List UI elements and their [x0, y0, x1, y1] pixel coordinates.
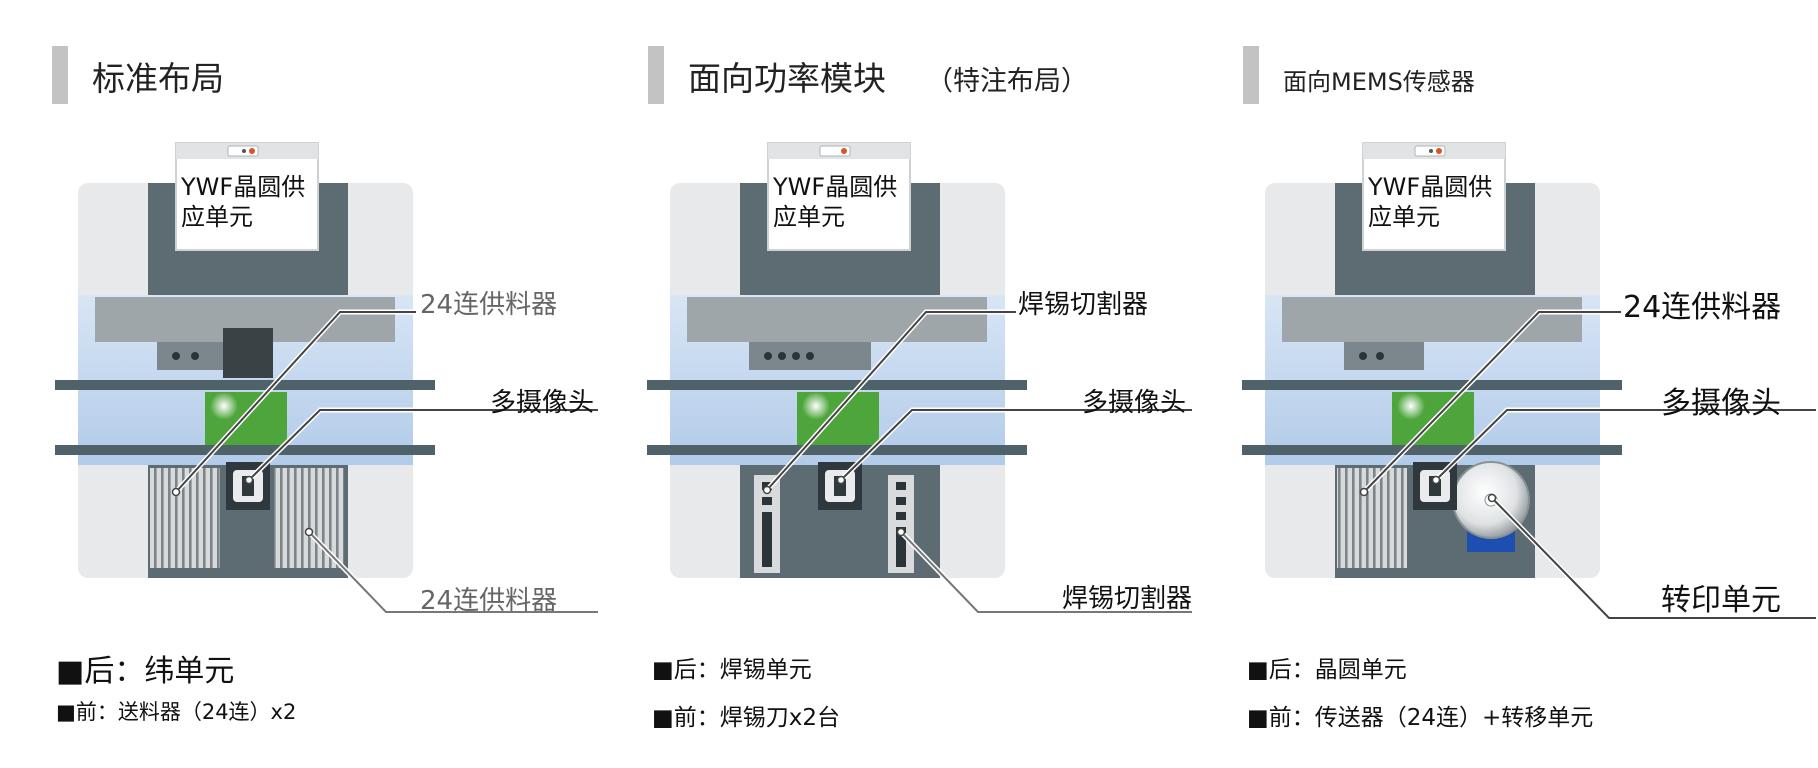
rail-lower — [1242, 445, 1622, 455]
callout-multi-camera: 多摄像头 — [490, 388, 595, 418]
title-bar-accent — [648, 46, 664, 104]
panel-power-module: 面向功率模块（特注布局） — [596, 0, 1196, 768]
machine-diagram — [1242, 142, 1816, 621]
callout-feeder-upper: 24连供料器 — [1623, 290, 1782, 325]
note-front: ■前：传送器（24连）+转移单元 — [1247, 705, 1594, 731]
supply-unit-label: YWF晶圆供 应单元 — [181, 173, 306, 231]
machine-diagram — [55, 142, 598, 615]
callout-solder-cutter-upper: 焊锡切割器 — [1018, 290, 1149, 320]
panel-title: 面向功率模块（特注布局） — [688, 59, 1088, 98]
note-front: ■前：焊锡刀x2台 — [652, 705, 840, 731]
panel-standard-layout: 标准布局 — [0, 0, 600, 768]
head-block — [223, 328, 273, 378]
rail-lower — [647, 445, 1027, 455]
rail-lower — [55, 445, 435, 455]
upper-beam — [1282, 297, 1582, 342]
upper-beam — [687, 297, 987, 342]
callout-feeder-upper: 24连供料器 — [420, 290, 558, 320]
panel-title: 标准布局 — [92, 59, 224, 98]
callout-feeder-lower: 24连供料器 — [420, 586, 558, 616]
title-bar-accent — [1243, 46, 1259, 104]
panel-title: 面向MEMS传感器 — [1283, 68, 1475, 96]
rail-upper — [647, 380, 1027, 390]
rail-upper — [1242, 380, 1622, 390]
note-rear: ■后：晶圆单元 — [1247, 657, 1407, 683]
callout-solder-cutter-lower: 焊锡切割器 — [1062, 584, 1193, 614]
note-front: ■前：送料器（24连）x2 — [56, 700, 297, 724]
note-rear: ■后：纬单元 — [56, 654, 235, 689]
note-rear: ■后：焊锡单元 — [652, 657, 812, 683]
supply-unit-label: YWF晶圆供 应单元 — [1368, 173, 1493, 231]
title-bar-accent — [52, 46, 68, 104]
supply-unit-box — [767, 142, 911, 251]
feeder-right — [274, 468, 344, 568]
callout-transfer-unit: 转印单元 — [1661, 583, 1781, 618]
rail-upper — [55, 380, 435, 390]
machine-diagram — [647, 142, 1192, 615]
supply-unit-label: YWF晶圆供 应单元 — [773, 173, 898, 231]
callout-multi-camera: 多摄像头 — [1661, 386, 1781, 421]
supply-unit-box — [1362, 142, 1506, 251]
supply-unit-box — [175, 142, 319, 251]
panel-mems-sensor: 面向MEMS传感器 — [1191, 0, 1816, 768]
callout-multi-camera: 多摄像头 — [1082, 388, 1187, 418]
